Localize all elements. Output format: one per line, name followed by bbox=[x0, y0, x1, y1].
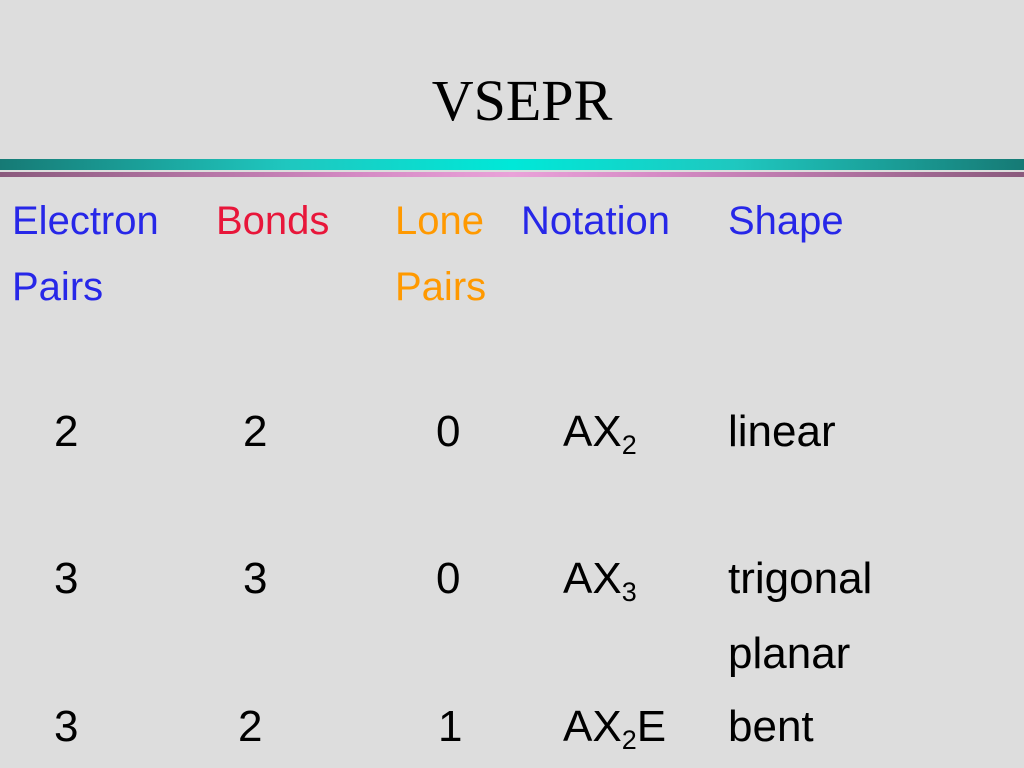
cell-lone-pairs: 0 bbox=[436, 407, 461, 456]
notation-subscript: 2 bbox=[621, 430, 637, 461]
slide-title: VSEPR bbox=[431, 68, 613, 133]
cell-electron-pairs: 3 bbox=[54, 554, 79, 603]
cell-notation: AX3 bbox=[563, 543, 637, 615]
cell-notation: AX2 bbox=[563, 396, 637, 468]
cell-bonds: 2 bbox=[243, 407, 268, 456]
cell-shape-line2: planar bbox=[728, 629, 851, 678]
cell-notation: AX2E bbox=[563, 691, 666, 763]
cell-electron-pairs: 3 bbox=[54, 702, 79, 751]
cell-lone-pairs: 0 bbox=[436, 554, 461, 603]
notation-base: AX bbox=[563, 554, 622, 603]
cell-bonds: 3 bbox=[243, 554, 268, 603]
cell-shape: linear bbox=[728, 407, 836, 456]
divider-line-pink bbox=[0, 172, 1024, 177]
notation-subscript: 2 bbox=[621, 725, 637, 756]
header-lone-pairs-line2: Pairs bbox=[395, 265, 487, 309]
divider-line-teal bbox=[0, 159, 1024, 170]
cell-shape: trigonal bbox=[728, 554, 873, 603]
header-shape: Shape bbox=[728, 199, 844, 243]
notation-suffix: E bbox=[636, 702, 667, 751]
cell-lone-pairs: 1 bbox=[438, 702, 463, 751]
header-electron-pairs-line2: Pairs bbox=[12, 265, 104, 309]
header-notation: Notation bbox=[521, 199, 670, 243]
cell-shape: bent bbox=[728, 702, 814, 751]
cell-electron-pairs: 2 bbox=[54, 407, 79, 456]
header-lone-pairs-line1: Lone bbox=[395, 199, 484, 243]
notation-subscript: 3 bbox=[621, 577, 637, 608]
header-electron-pairs-line1: Electron bbox=[12, 199, 159, 243]
notation-base: AX bbox=[563, 407, 622, 456]
cell-bonds: 2 bbox=[238, 702, 263, 751]
notation-base: AX bbox=[563, 702, 622, 751]
header-bonds: Bonds bbox=[216, 199, 330, 243]
